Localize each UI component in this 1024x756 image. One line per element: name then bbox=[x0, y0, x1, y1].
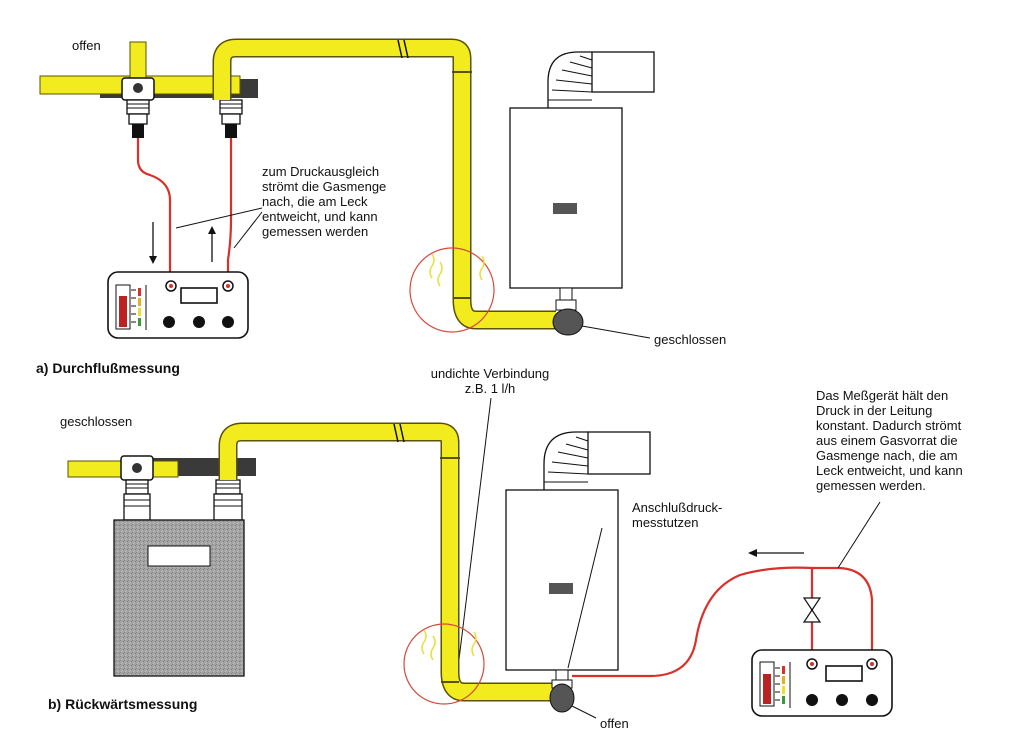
flow-arrow-left-icon bbox=[748, 549, 804, 557]
gas-pipe-stub-a bbox=[129, 41, 147, 83]
leader-note-a-1 bbox=[175, 207, 263, 229]
boiler-valve-state-label-b: offen bbox=[600, 716, 629, 731]
note-a: zum Druckausgleich strömt die Gasmenge n… bbox=[262, 164, 387, 239]
leak-label: undichte Verbindung z.B. 1 l/h bbox=[424, 366, 556, 396]
fitting-a bbox=[219, 99, 243, 138]
note-b: Das Meßgerät hält den Druck in der Leitu… bbox=[816, 388, 963, 493]
needle-valve-icon bbox=[802, 597, 822, 623]
gas-pipe-a bbox=[214, 40, 556, 328]
connector-label-b: Anschlußdruck- messtutzen bbox=[632, 500, 723, 530]
fitting-b bbox=[213, 479, 243, 521]
section-b-title: b) Rückwärtsmessung bbox=[48, 696, 198, 712]
leader-note-a-2 bbox=[233, 211, 263, 249]
section-b-diagram bbox=[67, 422, 893, 719]
flow-arrow-up-icon bbox=[208, 226, 216, 262]
boiler-valve-state-label-a: geschlossen bbox=[654, 332, 727, 347]
ball-valve-open-a bbox=[121, 77, 155, 138]
boiler-valve-open-b bbox=[549, 683, 575, 713]
gas-pipe-outline-b bbox=[218, 422, 552, 702]
leader-open-b bbox=[571, 705, 597, 719]
measuring-device-a bbox=[107, 271, 249, 339]
valve-state-label-b: geschlossen bbox=[60, 414, 133, 429]
leak-circle-b bbox=[403, 623, 485, 705]
hose-a-left bbox=[136, 138, 172, 282]
hose-a-right bbox=[226, 138, 233, 282]
valve-state-label-a: offen bbox=[72, 38, 101, 53]
leak-circle-a bbox=[409, 247, 495, 333]
ball-valve-closed-b bbox=[120, 455, 154, 521]
leak-label-line2: z.B. 1 l/h bbox=[464, 381, 516, 396]
boiler-valve-closed-a bbox=[552, 308, 584, 336]
section-a-diagram bbox=[39, 38, 655, 339]
gas-boiler-b bbox=[505, 431, 651, 689]
leak-label-line1: undichte Verbindung bbox=[430, 366, 550, 381]
leader-closed-a bbox=[581, 325, 651, 339]
hose-b-main bbox=[572, 566, 874, 678]
gas-boiler-a bbox=[509, 51, 655, 311]
flow-arrow-down-icon bbox=[149, 222, 157, 264]
measuring-device-b bbox=[751, 649, 893, 717]
leader-leak-b bbox=[455, 397, 492, 685]
gas-meter-b bbox=[113, 519, 245, 677]
gas-pipe-b bbox=[220, 424, 552, 700]
section-a-title: a) Durchflußmessung bbox=[36, 360, 180, 376]
leader-connector-b bbox=[567, 527, 603, 669]
leader-note-b bbox=[837, 501, 881, 569]
